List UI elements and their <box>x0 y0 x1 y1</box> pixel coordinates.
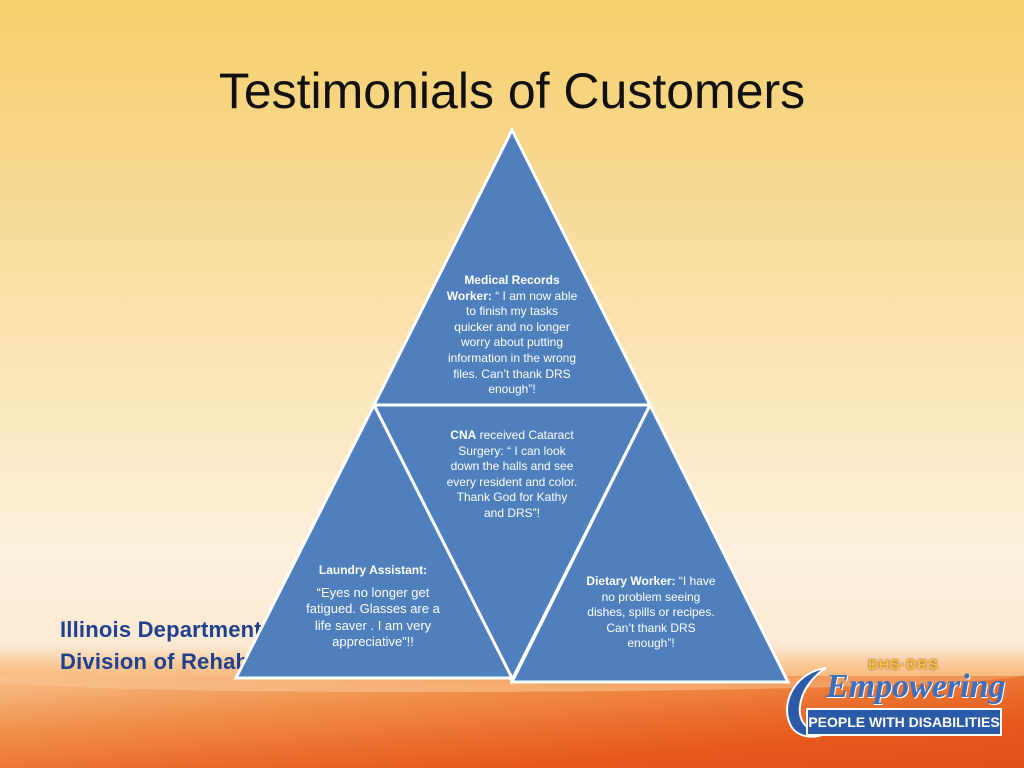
logo-wordmark: Empowering <box>826 668 1006 705</box>
triangle-left <box>233 401 515 680</box>
logo-subtitle: PEOPLE WITH DISABILITIES <box>806 708 1002 736</box>
testimonial-role: CNA <box>450 428 477 442</box>
testimonial-quote: “ I am now able to finish my tasks quick… <box>447 288 578 397</box>
testimonial-role: Laundry Assistant: <box>318 563 428 577</box>
testimonial-role: Medical Records Worker: <box>446 273 560 303</box>
triangle-right <box>509 401 791 684</box>
testimonial-laundry: Laundry Assistant: “Eyes no longer get f… <box>306 563 440 651</box>
organization-line-1: Illinois Department <box>60 617 262 642</box>
organization-name: Illinois Department Division of Rehabi <box>60 614 262 678</box>
testimonial-quote: “Eyes no longer get fatigued. Glasses ar… <box>306 584 440 650</box>
testimonial-role: Dietary Worker: <box>586 574 676 588</box>
testimonial-dietary: Dietary Worker: “I have no problem seein… <box>582 574 720 652</box>
testimonial-quote: received Cataract Surgery: “ I can look … <box>446 428 578 520</box>
testimonial-quote: “I have no problem seeing dishes, spills… <box>587 574 716 651</box>
testimonial-medical-records: Medical Records Worker: “ I am now able … <box>446 273 578 398</box>
slide-title: Testimonials of Customers <box>218 63 806 119</box>
dhs-drs-logo: DHS·DRS Empowering PEOPLE WITH DISABILIT… <box>776 652 1006 752</box>
logo-tag: DHS·DRS <box>868 656 939 672</box>
organization-line-2: Division of Rehabi <box>60 649 256 674</box>
testimonial-cna: CNA received Cataract Surgery: “ I can l… <box>446 428 578 522</box>
